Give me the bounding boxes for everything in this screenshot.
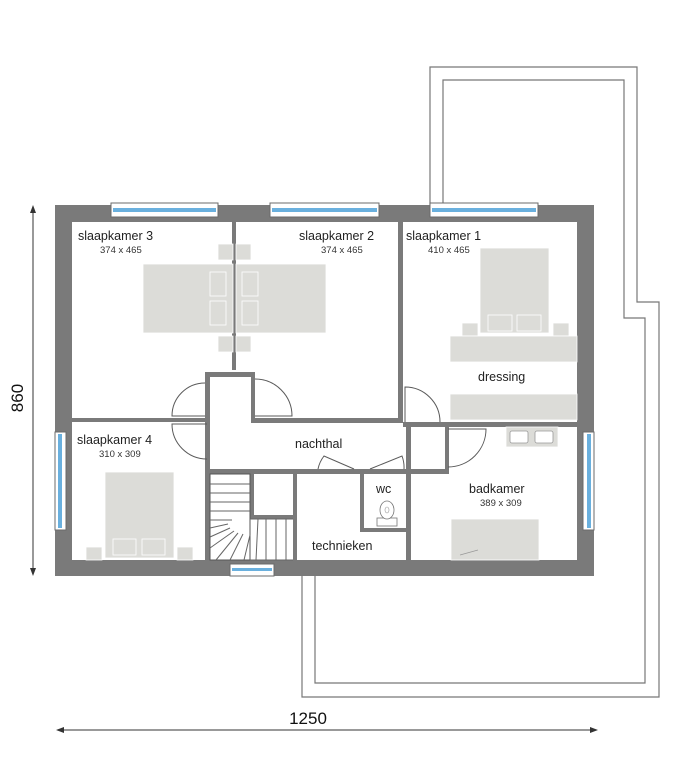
depth-label: 860 bbox=[8, 384, 27, 412]
bed-slaapkamer-4 bbox=[85, 471, 194, 561]
room-dims-slaapkamer-1: 410 x 465 bbox=[428, 245, 470, 256]
interior-walls bbox=[72, 222, 577, 560]
bed-slaapkamer-3 bbox=[142, 243, 234, 353]
room-name-badkamer: badkamer bbox=[469, 482, 525, 496]
width-label: 1250 bbox=[289, 709, 327, 728]
room-name-dressing: dressing bbox=[478, 370, 525, 384]
toilet bbox=[376, 500, 398, 527]
room-name-slaapkamer-1: slaapkamer 1 bbox=[406, 229, 481, 243]
staircase bbox=[209, 473, 293, 561]
doors bbox=[171, 378, 487, 470]
room-dims-badkamer: 389 x 309 bbox=[480, 498, 522, 509]
bathroom-fixtures bbox=[450, 426, 559, 561]
terrace-outline-top bbox=[301, 66, 660, 698]
room-dims-slaapkamer-4: 310 x 309 bbox=[99, 449, 141, 460]
windows bbox=[54, 202, 595, 577]
bed-slaapkamer-1 bbox=[449, 247, 578, 421]
room-dims-slaapkamer-3: 374 x 465 bbox=[100, 245, 142, 256]
dimension-width: 1250 bbox=[56, 709, 598, 733]
room-name-nachthal: nachthal bbox=[295, 437, 342, 451]
room-name-technieken: technieken bbox=[312, 539, 373, 553]
dimension-depth: 860 bbox=[8, 205, 36, 576]
room-name-wc: wc bbox=[375, 482, 391, 496]
room-dims-slaapkamer-2: 374 x 465 bbox=[321, 245, 363, 256]
room-name-slaapkamer-3: slaapkamer 3 bbox=[78, 229, 153, 243]
room-name-slaapkamer-2: slaapkamer 2 bbox=[299, 229, 374, 243]
room-name-slaapkamer-4: slaapkamer 4 bbox=[77, 433, 152, 447]
bed-slaapkamer-2 bbox=[235, 243, 327, 353]
